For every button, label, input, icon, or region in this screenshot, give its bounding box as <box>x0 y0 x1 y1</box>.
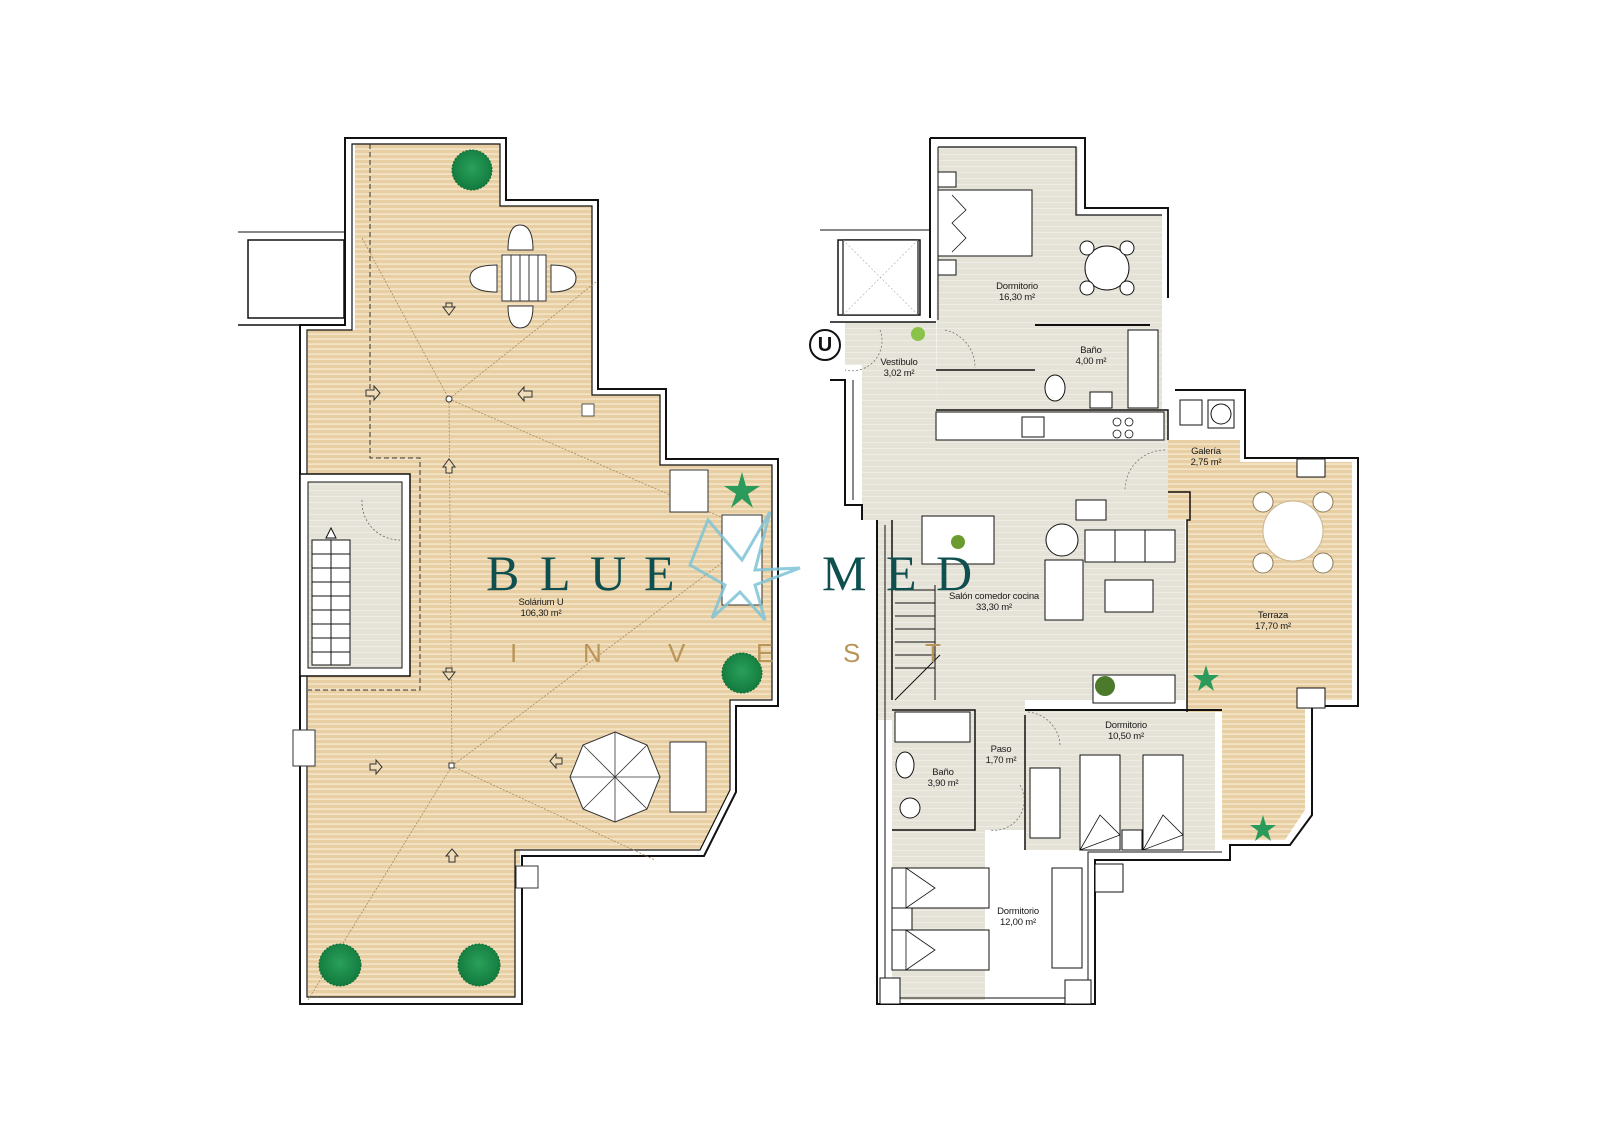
plant-icon <box>1095 676 1115 696</box>
watermark-letter: D <box>936 545 973 601</box>
room-name: Dormitorio <box>997 906 1039 917</box>
room-name: Salón comedor cocina <box>949 591 1039 602</box>
room-area: 12,00 m² <box>1000 917 1036 928</box>
room-area: 16,30 m² <box>999 292 1035 303</box>
watermark-letter: T <box>925 638 941 668</box>
room-label-dormitorio-main: Dormitorio 16,30 m² <box>996 281 1038 303</box>
room-label-terraza: Terraza 17,70 m² <box>1255 610 1291 632</box>
watermark-letter: E <box>886 545 917 601</box>
room-area: 10,50 m² <box>1108 731 1144 742</box>
watermark-letter: B <box>486 545 520 601</box>
room-area: 17,70 m² <box>1255 621 1291 632</box>
room-name: Solárium U <box>518 597 564 608</box>
room-label-dormitorio-2: Dormitorio 10,50 m² <box>1105 720 1147 742</box>
tree-icon <box>457 943 501 987</box>
room-area: 106,30 m² <box>520 608 562 619</box>
room-label-dormitorio-3: Dormitorio 12,00 m² <box>997 906 1039 928</box>
room-name: Baño <box>1080 345 1102 356</box>
starfish-logo-icon <box>688 511 801 621</box>
room-label-bano-1: Baño 4,00 m² <box>1076 345 1107 367</box>
tree-icon <box>721 652 763 694</box>
room-label-paso: Paso 1,70 m² <box>986 744 1017 766</box>
entrance-marker-icon: U <box>809 329 841 361</box>
tree-icon <box>451 149 493 191</box>
room-name: Dormitorio <box>996 281 1038 292</box>
room-name: Baño <box>932 767 954 778</box>
watermark-letter: N <box>583 638 602 668</box>
room-name: Galería <box>1191 446 1221 457</box>
room-area: 4,00 m² <box>1075 356 1107 367</box>
room-name: Vestíbulo <box>880 357 918 368</box>
room-area: 2,75 m² <box>1190 457 1222 468</box>
room-area: 33,30 m² <box>976 602 1012 613</box>
room-name: Paso <box>990 744 1012 755</box>
plant-icon <box>911 327 925 341</box>
room-label-galeria: Galería 2,75 m² <box>1191 446 1222 468</box>
palm-icon <box>724 472 760 508</box>
room-name: Dormitorio <box>1105 720 1147 731</box>
room-area: 3,02 m² <box>883 368 915 379</box>
room-area: 1,70 m² <box>985 755 1017 766</box>
room-area: 3,90 m² <box>927 778 959 789</box>
watermark-letter: L <box>540 545 571 601</box>
watermark-letter: U <box>590 545 627 601</box>
palm-icon <box>1193 665 1219 691</box>
room-label-salon: Salón comedor cocina 33,30 m² <box>949 591 1039 613</box>
room-name: Terraza <box>1257 610 1289 621</box>
apartment-plan <box>820 137 1359 1005</box>
watermark-letter: E <box>644 545 675 601</box>
plant-icon <box>951 535 965 549</box>
room-label-vestibulo: Vestíbulo 3,02 m² <box>880 357 917 379</box>
watermark-letter: S <box>843 638 861 668</box>
room-label-solarium: Solárium U 106,30 m² <box>519 597 564 619</box>
watermark-letter: E <box>756 638 774 668</box>
palm-icon <box>1250 815 1276 841</box>
watermark-letter: I <box>510 638 518 668</box>
watermark-letter: M <box>822 545 867 601</box>
tree-icon <box>318 943 362 987</box>
watermark-letter: V <box>668 638 686 668</box>
solarium-plan <box>238 137 779 1005</box>
room-label-bano-2: Baño 3,90 m² <box>928 767 959 789</box>
